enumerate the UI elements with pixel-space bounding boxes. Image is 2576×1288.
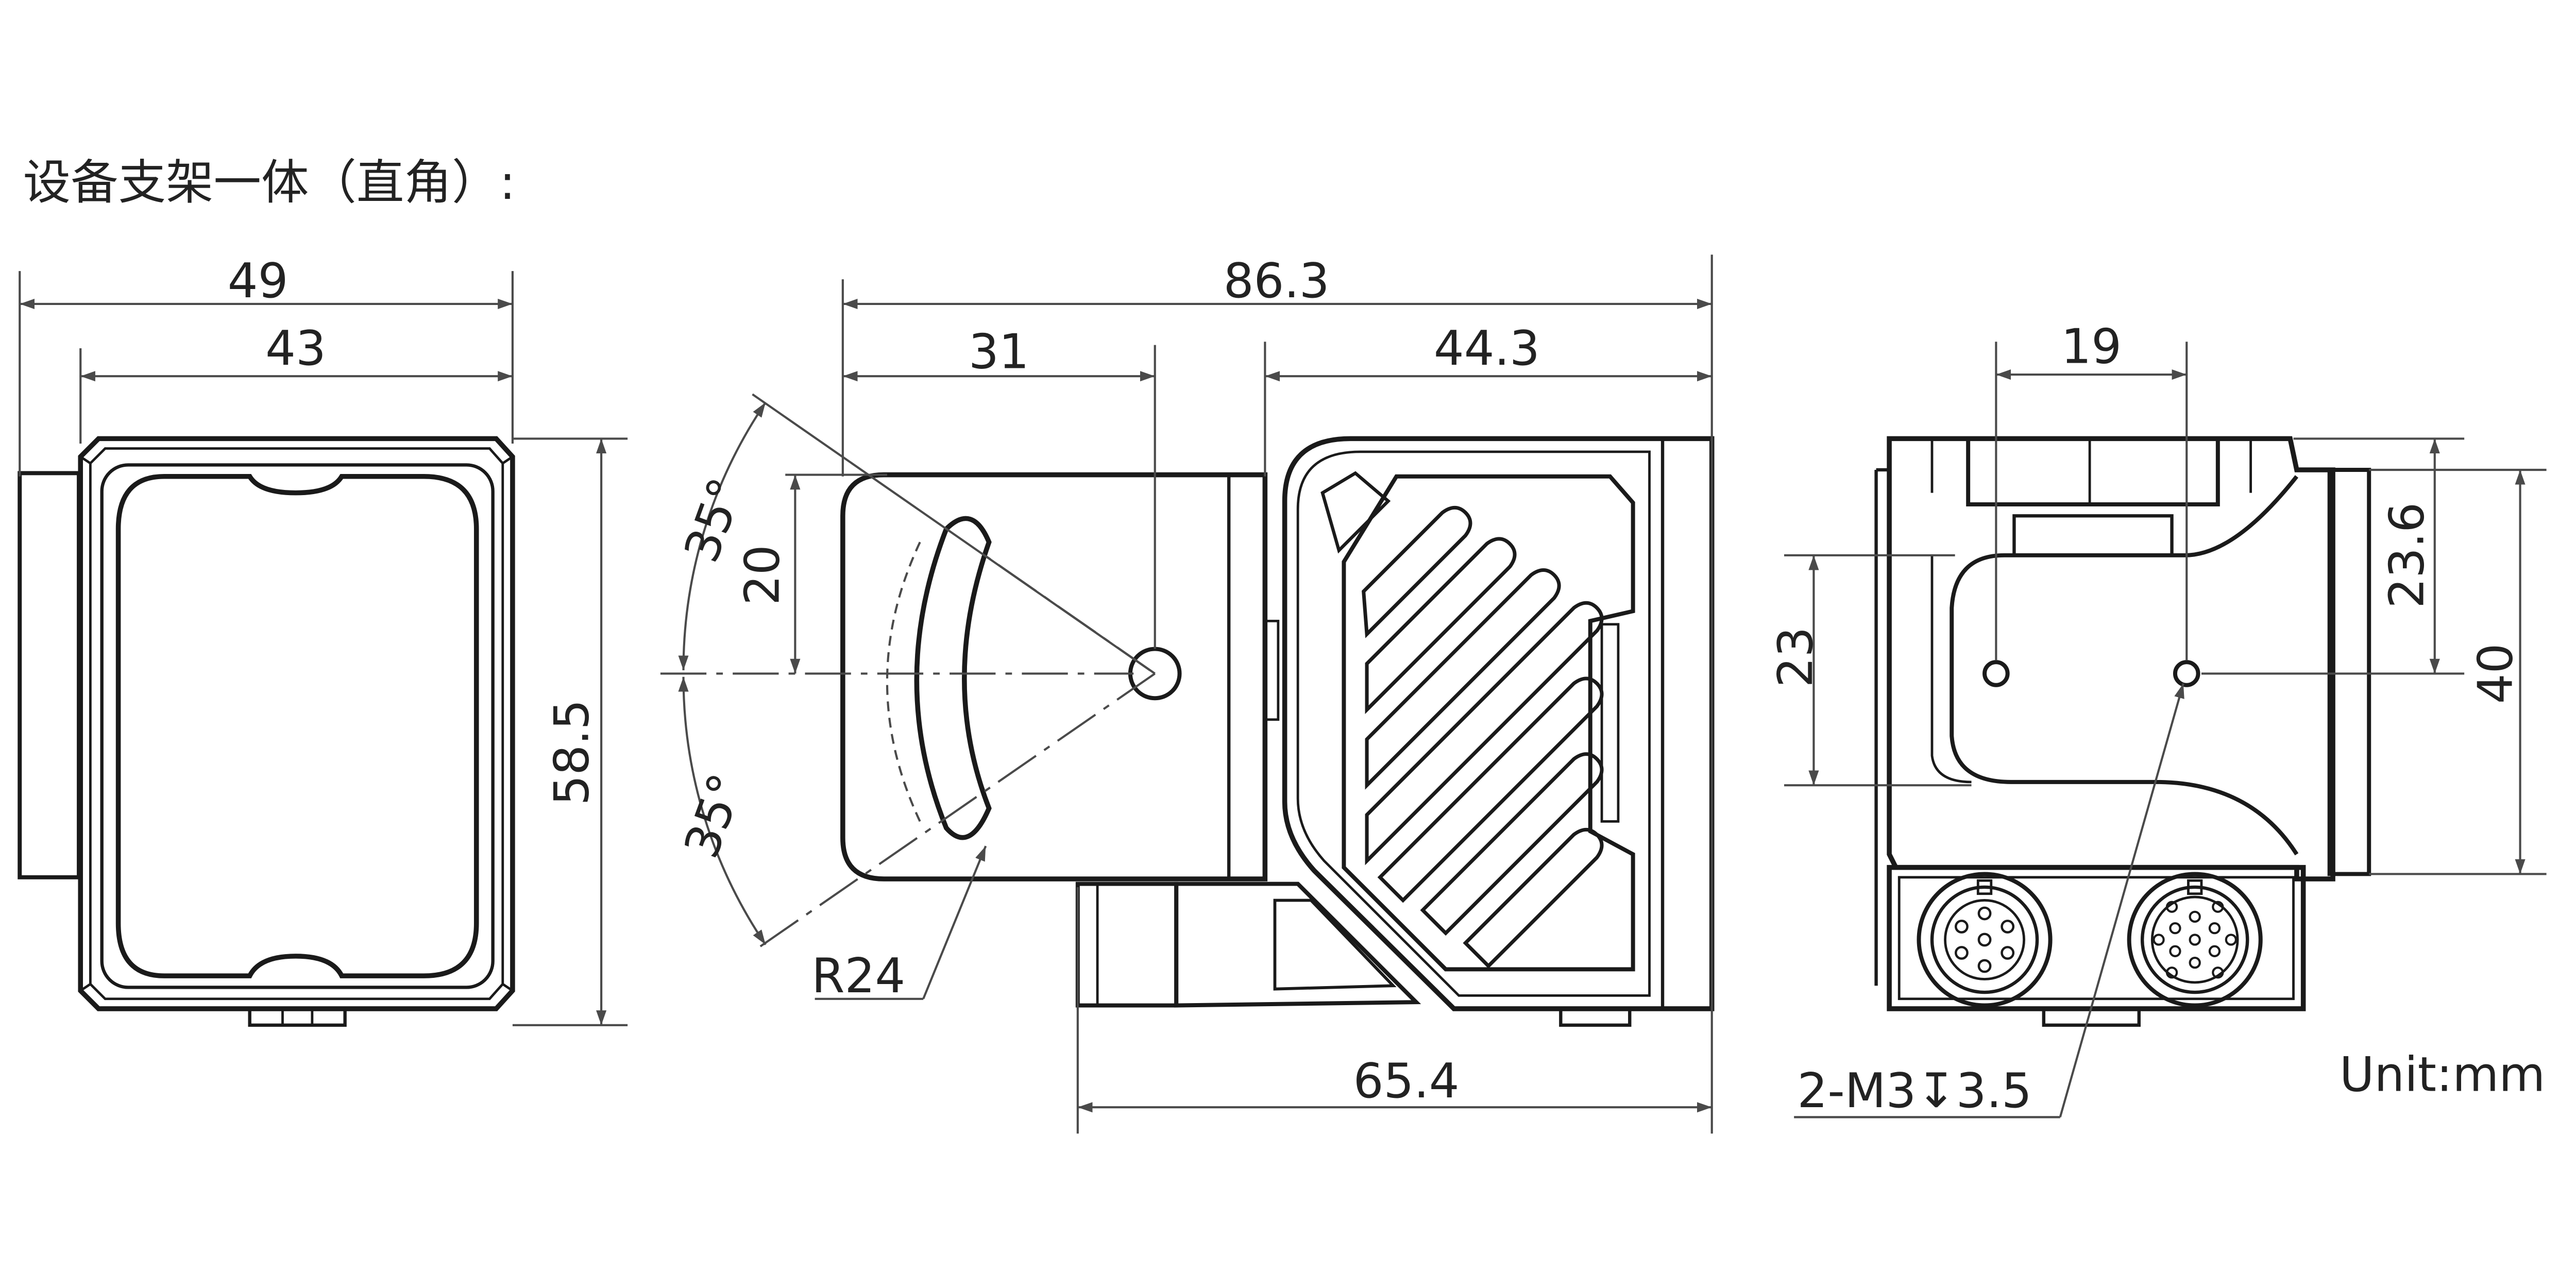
rear-body-outline [1887, 436, 2335, 882]
front-body-outline [78, 436, 515, 1011]
front-dimensions [19, 271, 628, 1026]
connector-plug [1075, 882, 1179, 1008]
dim-side-slot-height: 20 [734, 545, 790, 605]
dim-side-length-bracket: 31 [969, 324, 1029, 379]
rear-dimensions [1784, 342, 2547, 1118]
front-inner-frame [100, 463, 495, 989]
dim-front-height: 58.5 [544, 700, 600, 806]
front-side-flange [18, 471, 81, 879]
connector-left-pins [1955, 906, 2015, 973]
heatsink-frame [1342, 474, 1635, 972]
rear-bracket-plate [2327, 468, 2371, 876]
connector-right [2127, 872, 2263, 1008]
sensor-body [1282, 436, 1715, 1011]
bracket-plate [840, 472, 1268, 882]
dim-angle-lower: 35° [673, 767, 755, 865]
connector-right-pins [2153, 901, 2237, 979]
heatsink-fins [1362, 505, 1604, 969]
dim-front-width-outer: 49 [228, 253, 289, 309]
rear-bracket-profile [1950, 475, 2299, 856]
dim-rear-height: 40 [2468, 643, 2523, 704]
dim-rear-hole-spacing: 19 [2061, 319, 2122, 375]
dim-rear-top-offset: 23.6 [2379, 502, 2434, 608]
side-dimensions [660, 255, 1713, 1134]
dim-thread-spec: 2-M3↧3.5 [1798, 1063, 2032, 1118]
side-view [840, 436, 1715, 1027]
unit-label: Unit:mm [2340, 1046, 2546, 1102]
front-view [18, 436, 515, 1027]
rear-top-latch [1966, 436, 2220, 506]
rear-connector-plate [1887, 865, 2306, 1011]
arc-slot [914, 516, 992, 840]
dim-side-length-body: 44.3 [1434, 320, 1540, 376]
dim-slot-radius: R24 [811, 948, 905, 1004]
drawing-title: 设备支架一体（直角）: [23, 155, 516, 210]
dim-rear-hole-height: 23 [1768, 627, 1823, 688]
mount-hole-right [2173, 660, 2200, 687]
front-window [115, 473, 479, 978]
rear-view [1874, 436, 2371, 1027]
dim-side-length-total: 86.3 [1224, 253, 1330, 309]
dim-front-width-inner: 43 [265, 320, 326, 376]
dim-side-bottom-length: 65.4 [1353, 1053, 1460, 1109]
mount-hole-left [1982, 660, 2010, 687]
front-body-chamfer [89, 447, 504, 1001]
connector-left [1917, 872, 2053, 1008]
